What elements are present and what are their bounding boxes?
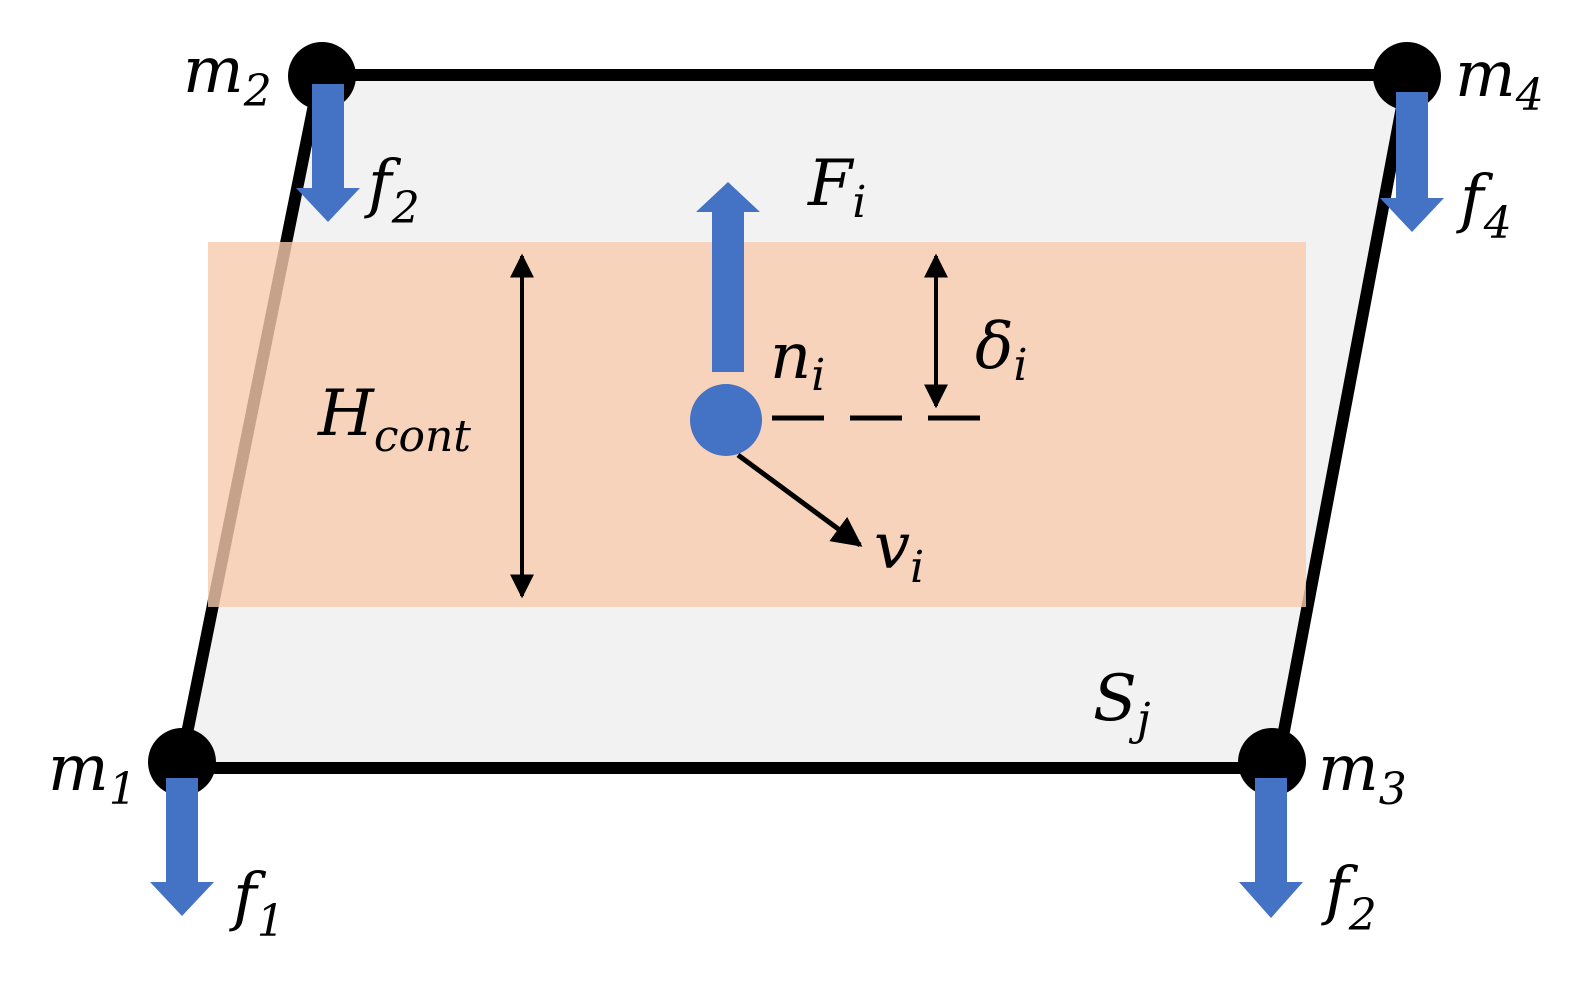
nodal-force-arrow-f2-top	[296, 84, 360, 222]
label-f2-top: f2	[364, 147, 420, 234]
nodal-force-arrow-f4	[1380, 92, 1444, 232]
label-vi: vi	[874, 510, 924, 593]
slave-node-ni	[690, 384, 762, 456]
contact-force-arrow-fi	[696, 182, 760, 372]
nodal-force-arrow-f1	[150, 778, 214, 916]
label-ni: ni	[770, 320, 825, 401]
velocity-arrow-vi	[736, 452, 863, 548]
label-m4: m4	[1455, 38, 1544, 121]
label-f1: f1	[229, 860, 285, 947]
nodal-force-arrow-f2-bottom	[1239, 778, 1303, 918]
label-m3: m3	[1318, 732, 1407, 815]
label-m1: m1	[48, 732, 137, 815]
label-f4: f4	[1456, 162, 1512, 249]
node-m1	[148, 728, 216, 796]
label-delta-i: δi	[975, 310, 1028, 391]
label-f2-bottom: f2	[1321, 854, 1377, 941]
label-h-cont: Hcont	[317, 377, 471, 462]
label-sj: Sj	[1093, 662, 1151, 745]
label-fi: Fi	[807, 147, 866, 228]
label-m2: m2	[183, 34, 272, 117]
